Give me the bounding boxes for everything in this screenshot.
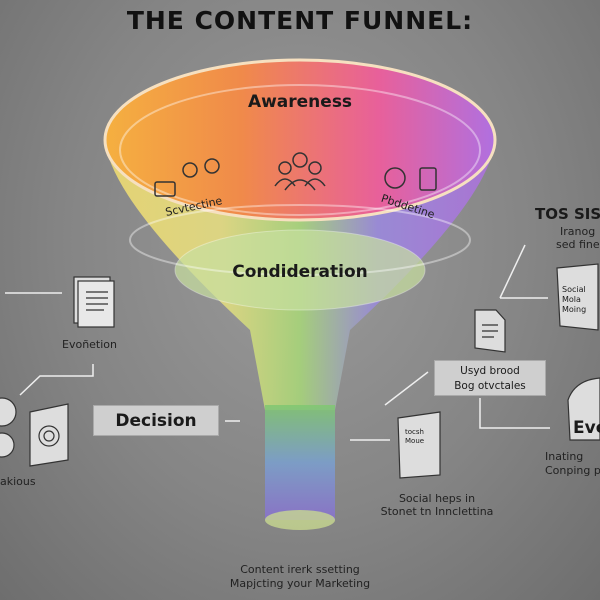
book-text: tocsh Moue bbox=[405, 428, 424, 446]
center-box-line-1: Usyd brood bbox=[460, 365, 520, 377]
people-icon bbox=[274, 152, 326, 191]
brochure-line: Mola bbox=[562, 295, 581, 304]
brochure-text: Social Mola Moing bbox=[562, 285, 586, 315]
target-icon bbox=[29, 403, 69, 467]
consideration-layer bbox=[174, 229, 426, 311]
brochure-line: Social bbox=[562, 285, 586, 294]
camera-icon bbox=[567, 377, 600, 441]
connector-arrows bbox=[5, 244, 550, 441]
book-line: tocsh bbox=[405, 428, 424, 436]
device-icon bbox=[384, 167, 437, 191]
event-caption-1: Inating bbox=[545, 450, 584, 463]
event-label: Eve bbox=[573, 418, 600, 438]
stage-consideration: Condideration bbox=[232, 262, 368, 282]
brochure-icon bbox=[556, 263, 599, 331]
footer-line-1: Content irerk ssetting bbox=[240, 563, 360, 576]
event-caption-2: Conping p bbox=[545, 464, 600, 477]
brochure-line: Moing bbox=[562, 305, 587, 314]
funnel-spout bbox=[265, 405, 335, 520]
right-subheading-1: Iranog bbox=[560, 225, 596, 238]
file-icon bbox=[474, 309, 506, 353]
book-icon bbox=[397, 411, 441, 479]
book-caption-1: Social heps in bbox=[398, 492, 476, 505]
idea-bubble-icon bbox=[0, 397, 17, 458]
footer-line-2: Mapjcting your Marketing bbox=[229, 577, 371, 590]
decision-box: Decision bbox=[93, 405, 219, 436]
right-heading: TOS SIS bbox=[535, 205, 600, 223]
document-stack-icon bbox=[73, 276, 115, 328]
evaluation-label: Evoñetion bbox=[62, 338, 117, 351]
chat-icon bbox=[154, 158, 220, 197]
center-info-box: Usyd brood Bog otvctales bbox=[434, 360, 546, 396]
stage-awareness: Awareness bbox=[247, 92, 353, 112]
book-caption-2: Stonet tn Innclettina bbox=[380, 505, 494, 518]
left-bottom-label: akious bbox=[0, 475, 36, 488]
page-title: THE CONTENT FUNNEL: bbox=[126, 6, 474, 35]
funnel-rim bbox=[103, 58, 497, 222]
right-subheading-2: sed fine bbox=[556, 238, 600, 251]
center-box-line-2: Bog otvctales bbox=[454, 380, 526, 392]
book-line: Moue bbox=[405, 437, 425, 445]
